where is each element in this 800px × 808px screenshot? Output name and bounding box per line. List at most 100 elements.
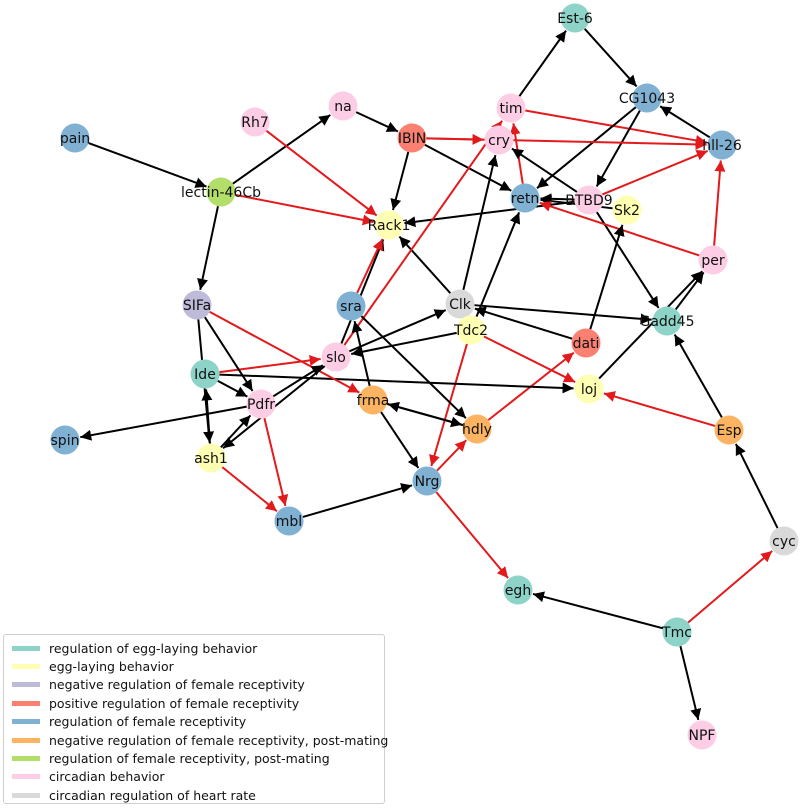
- node-cry[interactable]: cry: [484, 125, 514, 155]
- node-circle[interactable]: [274, 506, 304, 536]
- edge-est-6-to-cg1043: [583, 28, 638, 88]
- node-circle[interactable]: [662, 617, 692, 647]
- node-na[interactable]: na: [328, 91, 358, 121]
- edge-sifa-to-frma: [209, 311, 360, 394]
- node-circle[interactable]: [571, 328, 601, 358]
- node-tmc[interactable]: Tmc: [661, 617, 692, 647]
- edge-esp-to-gadd45: [673, 333, 723, 418]
- node-spin[interactable]: spin: [50, 425, 80, 455]
- edge-pdfr-to-slo: [272, 364, 324, 398]
- edge-cyc-to-esp: [734, 443, 779, 529]
- node-nrg[interactable]: Nrg: [412, 466, 442, 496]
- node-sk2[interactable]: Sk2: [612, 195, 642, 225]
- node-circle[interactable]: [358, 385, 388, 415]
- node-ibin[interactable]: IBIN: [397, 123, 427, 153]
- node-clk[interactable]: Clk: [445, 289, 475, 319]
- node-label: hll-26: [702, 138, 742, 154]
- node-circle[interactable]: [50, 425, 80, 455]
- node-circle[interactable]: [574, 374, 604, 404]
- node-circle[interactable]: [246, 389, 276, 419]
- edge-gadd45-to-per: [674, 271, 705, 311]
- node-pain[interactable]: pain: [60, 123, 90, 153]
- node-tim[interactable]: tim: [496, 93, 526, 123]
- node-mbl[interactable]: mbl: [274, 506, 304, 536]
- node-label: Rh7: [241, 115, 269, 131]
- node-label: NPF: [689, 728, 716, 744]
- edge-tim-to-est-6: [518, 30, 567, 97]
- legend-label: egg-laying behavior: [49, 659, 174, 675]
- node-circle[interactable]: [397, 123, 427, 153]
- node-circle[interactable]: [206, 177, 236, 207]
- edge-nrg-to-egh: [435, 491, 509, 579]
- node-egh[interactable]: egh: [503, 575, 533, 605]
- node-circle[interactable]: [698, 245, 728, 275]
- node-label: Esp: [716, 423, 741, 439]
- node-circle[interactable]: [652, 306, 682, 336]
- node-btbd9[interactable]: BTBD9: [565, 185, 613, 215]
- node-rh7[interactable]: Rh7: [240, 107, 270, 137]
- node-circle[interactable]: [374, 210, 404, 240]
- edge-cg1043-to-retn: [536, 106, 637, 189]
- node-circle[interactable]: [612, 195, 642, 225]
- node-circle[interactable]: [560, 3, 590, 33]
- node-gadd45[interactable]: Gadd45: [639, 306, 695, 336]
- node-circle[interactable]: [496, 93, 526, 123]
- node-npf[interactable]: NPF: [687, 720, 717, 750]
- edge-clk-to-gadd45: [474, 304, 652, 325]
- node-pdfr[interactable]: Pdfr: [246, 389, 276, 419]
- node-circle[interactable]: [769, 526, 799, 556]
- node-per[interactable]: per: [698, 245, 728, 275]
- node-circle[interactable]: [707, 130, 737, 160]
- node-frma[interactable]: frma: [357, 385, 390, 415]
- edge-ide-to-loj: [219, 373, 574, 394]
- node-cyc[interactable]: cyc: [769, 526, 799, 556]
- node-circle[interactable]: [321, 342, 351, 372]
- node-est-6[interactable]: Est-6: [557, 3, 593, 33]
- node-circle[interactable]: [510, 183, 540, 213]
- node-circle[interactable]: [714, 415, 744, 445]
- node-circle[interactable]: [240, 107, 270, 137]
- node-dati[interactable]: dati: [571, 328, 601, 358]
- node-circle[interactable]: [456, 315, 486, 345]
- node-label: cyc: [772, 534, 796, 550]
- node-circle[interactable]: [190, 359, 220, 389]
- edge-cg1043-to-btbd9: [595, 110, 641, 188]
- node-loj[interactable]: loj: [574, 374, 604, 404]
- edge-nrg-to-hdly: [436, 439, 467, 472]
- node-label: tim: [499, 101, 522, 117]
- node-ide[interactable]: Ide: [190, 359, 220, 389]
- node-label: BTBD9: [565, 193, 612, 209]
- node-circle[interactable]: [632, 83, 662, 113]
- node-circle[interactable]: [484, 125, 514, 155]
- node-hdly[interactable]: hdly: [462, 414, 492, 444]
- node-circle[interactable]: [445, 289, 475, 319]
- node-label: CG1043: [619, 91, 675, 107]
- legend-swatch: [12, 719, 40, 725]
- node-retn[interactable]: retn: [510, 183, 540, 213]
- node-label: ash1: [194, 451, 228, 467]
- node-lectin-46cb[interactable]: lectin-46Cb: [181, 177, 261, 207]
- node-circle[interactable]: [328, 91, 358, 121]
- node-circle[interactable]: [412, 466, 442, 496]
- node-circle[interactable]: [462, 414, 492, 444]
- legend-swatch: [12, 664, 40, 670]
- node-circle[interactable]: [336, 291, 366, 321]
- node-label: IBIN: [398, 131, 426, 147]
- node-circle[interactable]: [182, 290, 212, 320]
- node-circle[interactable]: [574, 185, 604, 215]
- node-cg1043[interactable]: CG1043: [619, 83, 675, 113]
- node-sra[interactable]: sra: [336, 291, 366, 321]
- edge-slo-to-clk: [348, 309, 447, 353]
- node-circle[interactable]: [196, 443, 226, 473]
- edge-esp-to-loj: [603, 391, 716, 427]
- node-hll-26[interactable]: hll-26: [702, 130, 742, 160]
- node-ash1[interactable]: ash1: [194, 443, 228, 473]
- node-rack1[interactable]: Rack1: [368, 210, 411, 240]
- node-circle[interactable]: [503, 575, 533, 605]
- node-circle[interactable]: [60, 123, 90, 153]
- node-tdc2[interactable]: Tdc2: [453, 315, 488, 345]
- node-esp[interactable]: Esp: [714, 415, 744, 445]
- node-circle[interactable]: [687, 720, 717, 750]
- node-sifa[interactable]: SIFa: [182, 290, 212, 320]
- node-slo[interactable]: slo: [321, 342, 351, 372]
